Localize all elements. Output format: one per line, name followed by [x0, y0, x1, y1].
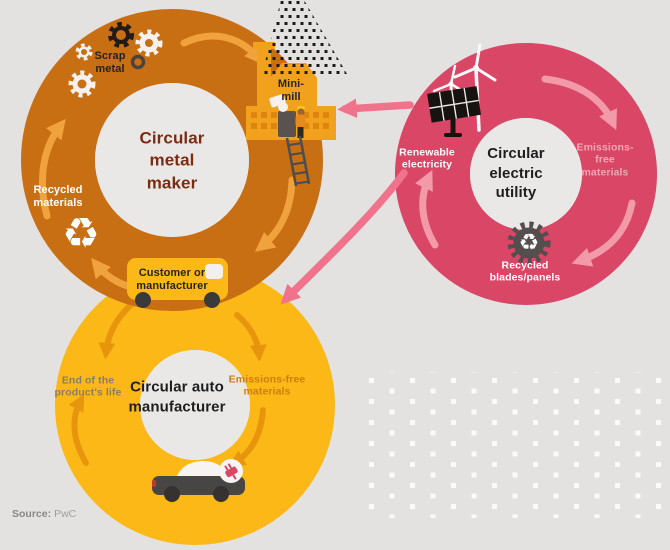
recycle-icon: ♻: [62, 209, 100, 258]
gear-icon: [135, 29, 163, 57]
recycle-gear-icon: ♻: [507, 221, 551, 265]
white-squares-pattern: [366, 372, 662, 518]
source-label: Source:: [12, 508, 52, 520]
scrap-metal-gears-icon: [68, 22, 163, 98]
gear-icon: [75, 43, 93, 61]
recycled-blades-label: Recycled blades/panels: [489, 259, 561, 284]
metal-ring-icon: [130, 54, 146, 70]
source-value: PwC: [54, 508, 77, 520]
electric-car-icon: [152, 459, 245, 502]
worker-icon: [295, 106, 306, 138]
gear-icon: [108, 22, 134, 48]
electricity-to-metal-arrow: [337, 98, 414, 119]
auto-emissions-free-label: Emissions-free materials: [228, 373, 306, 398]
customer-label: Customer or manufacturer: [136, 267, 208, 292]
scrap-metal-label: Scrap metal: [94, 50, 126, 75]
svg-text:♻: ♻: [519, 230, 540, 256]
plug-icon: [224, 463, 238, 480]
electricity-to-auto-arrow: [280, 169, 408, 305]
end-of-life-label: End of the product's life: [54, 374, 122, 399]
recycled-materials-label: Recycled materials: [33, 184, 83, 209]
solar-panel-icon: [427, 86, 482, 137]
connector-arrows: [280, 98, 414, 305]
mini-mill-label: Mini- mill: [277, 78, 305, 103]
ladder-icon: [285, 135, 311, 187]
renewable-electricity-label: Renewable electricity: [399, 146, 455, 171]
factory-windows: [251, 112, 329, 129]
electric-cycle-title: Circular electric utility: [487, 144, 545, 201]
metal-cycle-title: Circular metal maker: [139, 128, 205, 193]
smoke-dots-pattern: [262, 0, 347, 74]
electric-cycle-arrows: [415, 75, 636, 267]
source-note: Source:PwC: [12, 508, 76, 520]
gear-icon: [68, 70, 96, 98]
auto-cycle-title: Circular auto manufacturer: [128, 378, 226, 416]
truck-icon: [127, 258, 228, 308]
electric-emissions-free-label: Emissions-free materials: [576, 141, 634, 179]
